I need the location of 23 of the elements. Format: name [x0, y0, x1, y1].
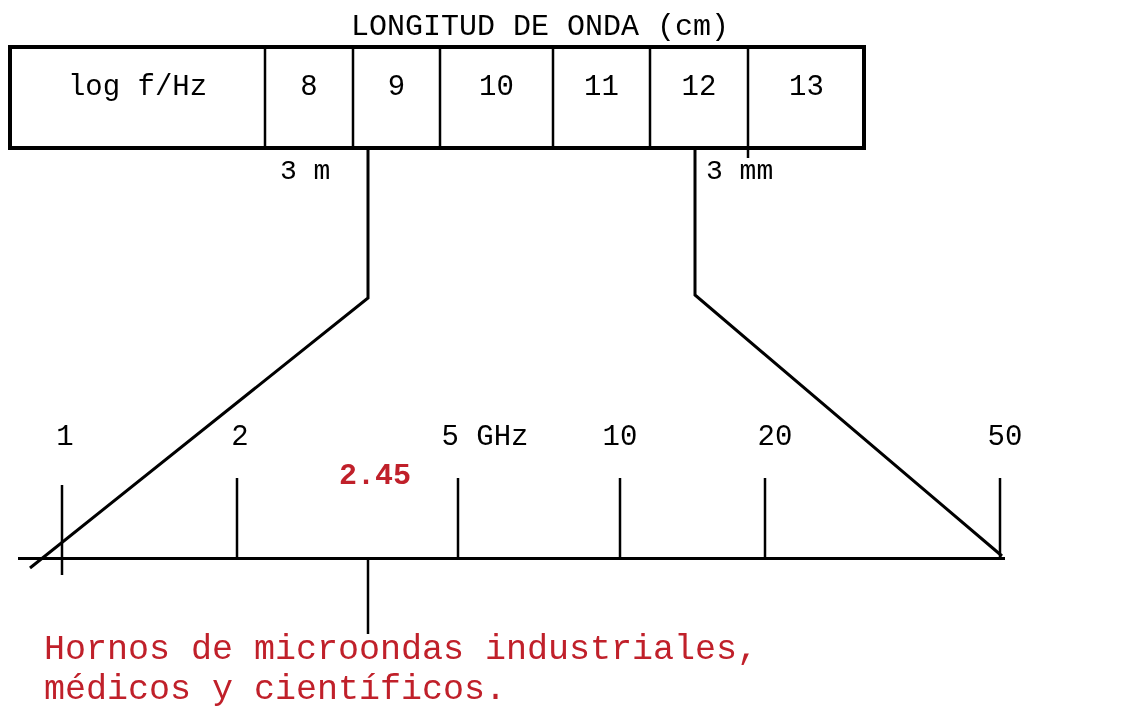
- highlight-frequency: 2.45: [338, 458, 412, 494]
- leader-line: [366, 559, 370, 634]
- application-note: Hornos de microondas industriales, médicos y científicos.: [44, 630, 844, 710]
- wavelength-label: 3 mm: [706, 155, 775, 189]
- frequency-axis-line: [18, 557, 1005, 560]
- scale-table: [8, 45, 866, 150]
- table-cell-text: log f/Hz: [66, 70, 209, 106]
- heading: LONGITUD DE ONDA (cm): [349, 10, 731, 44]
- tick-label: 2: [230, 420, 250, 456]
- tick-label: 10: [601, 420, 639, 456]
- table-cell-text: 9: [386, 70, 407, 106]
- wavelength-label: 3 m: [280, 155, 332, 189]
- zoom-line: [29, 150, 370, 570]
- tick-label: 1: [55, 420, 75, 456]
- tick-label: 50: [986, 420, 1024, 456]
- tick-label: 20: [756, 420, 794, 456]
- zoom-line: [693, 150, 1003, 558]
- table-cell-text: 11: [583, 70, 620, 106]
- table-cell-text: 10: [478, 70, 515, 106]
- table-cell-text: 8: [299, 70, 319, 106]
- table-cell-text: 13: [788, 70, 825, 106]
- table-cell-text: 12: [680, 70, 718, 106]
- tick-label: 5 GHz: [440, 420, 530, 456]
